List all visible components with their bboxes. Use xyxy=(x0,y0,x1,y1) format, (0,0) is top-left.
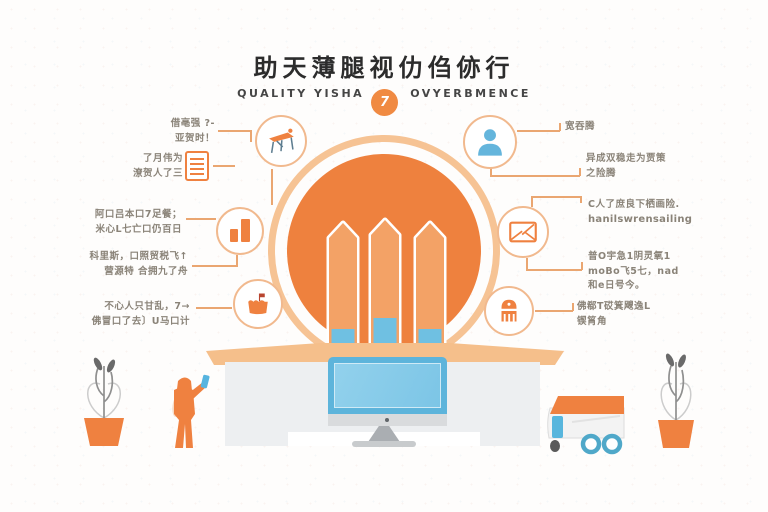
callout-text: 了月伟为 xyxy=(142,153,183,164)
document-icon xyxy=(185,151,209,181)
callout-text: 借亳强 ?- xyxy=(170,118,215,129)
callout-text: C人了庶良下栖画险. xyxy=(588,199,680,210)
plant-right xyxy=(658,353,694,448)
callout-left-4: 科里斯，口照贸税飞↑ 营源特 合拥九了舟 xyxy=(38,250,188,279)
connector-line xyxy=(213,165,235,167)
connector-line xyxy=(535,310,573,312)
truck-wheel xyxy=(601,433,623,455)
callout-text: 营源特 合拥九了舟 xyxy=(104,265,188,277)
store-icon-circle xyxy=(484,286,534,336)
bar-chart-icon-circle xyxy=(216,207,264,255)
callout-text: 佛冒口了去〕U马口计 xyxy=(91,315,190,327)
store-icon xyxy=(500,299,518,322)
connector-line xyxy=(572,303,574,311)
truck-door xyxy=(552,416,563,438)
connector-line xyxy=(490,175,580,177)
person-icon xyxy=(478,129,502,156)
connector-line xyxy=(271,169,273,205)
callout-right-2: 异成双稳走为贾策 之险腾 xyxy=(586,152,716,181)
truck-icon xyxy=(547,396,625,455)
page-title: 助天薄腿视仂㑇㑊行 xyxy=(253,54,515,82)
callout-text: 科里斯，口照贸税飞↑ xyxy=(89,251,188,262)
callout-right-5: 佛郗T砹箕飕逸L 锲筲角 xyxy=(577,300,707,329)
tower2-blue-base xyxy=(373,318,397,348)
connector-line xyxy=(192,265,238,267)
subtitle: QUALITY YISHA OVYERBMENCE xyxy=(0,87,768,100)
truck-wheel xyxy=(580,433,602,455)
callout-text: 佛郗T砹箕飕逸L xyxy=(577,301,651,312)
connector-line xyxy=(250,130,252,142)
callout-text: 锲筲角 xyxy=(577,315,608,327)
connector-line xyxy=(186,218,216,220)
connector-line xyxy=(580,196,582,203)
callout-text: 普O宇急1阴灵氧1 xyxy=(588,251,671,262)
callout-left-1: 借亳强 ?- 亚贺时！ xyxy=(85,117,215,146)
basket-icon xyxy=(248,293,268,315)
desk-icon xyxy=(269,128,294,154)
callout-right-1: 宽吞腾 xyxy=(565,120,685,135)
person-icon-circle xyxy=(463,115,517,169)
connector-line xyxy=(526,258,528,270)
platform xyxy=(206,343,564,365)
connector-line xyxy=(579,168,581,176)
phone-icon xyxy=(200,374,210,389)
callout-text: moBo飞5七，nad xyxy=(588,265,679,277)
connector-line xyxy=(218,130,252,132)
callout-text: 潦贺人了三 xyxy=(132,167,183,179)
truck-roof xyxy=(550,396,624,414)
connector-line xyxy=(196,307,232,309)
connector-line xyxy=(526,269,582,271)
monitor-base xyxy=(352,441,416,447)
connector-line xyxy=(517,130,560,132)
callout-left-3: 阿口吕本口7足餐； 米心L七亡口仍百日 xyxy=(42,208,182,237)
connector-line xyxy=(490,168,492,176)
bar-chart-icon xyxy=(230,229,238,242)
callout-left-2: 了月伟为 潦贺人了三 xyxy=(73,152,183,181)
connector-line xyxy=(531,196,581,198)
callout-text: 亚贺时！ xyxy=(174,132,215,144)
subtitle-right: OVYERBMENCE xyxy=(410,87,531,100)
callout-right-3: C人了庶良下栖画险. hanilswrensailing xyxy=(588,198,728,227)
callout-text: 不心人只甘乱，7→ xyxy=(104,301,190,312)
basket-icon-circle xyxy=(233,279,283,329)
monitor-screen xyxy=(334,363,441,408)
bar-chart-icon xyxy=(241,219,250,242)
monitor-camera-dot xyxy=(385,418,389,422)
plant-pot xyxy=(658,420,694,448)
connector-line xyxy=(236,255,238,266)
tower-bars xyxy=(326,217,447,350)
subtitle-left: QUALITY YISHA xyxy=(237,87,365,100)
callout-text: hanilswrensailing xyxy=(588,213,693,225)
badge-number: 7 xyxy=(379,95,390,110)
connector-line xyxy=(559,123,561,131)
person-figure xyxy=(172,374,210,448)
envelope-icon-circle xyxy=(497,206,549,258)
desk-icon-circle xyxy=(255,115,307,167)
envelope-icon xyxy=(509,221,537,243)
callout-text: 之险腾 xyxy=(586,167,617,179)
callout-right-4: 普O宇急1阴灵氧1 moBo飞5七，nad 和e日号今。 xyxy=(588,250,718,294)
callout-text: 异成双稳走为贾策 xyxy=(586,153,667,164)
plant-pot xyxy=(84,418,124,446)
callout-text: 阿口吕本口7足餐； xyxy=(94,209,182,220)
connector-line xyxy=(531,197,533,207)
number-badge: 7 xyxy=(371,89,398,116)
callout-text: 和e日号今。 xyxy=(588,280,645,291)
plant-left xyxy=(84,357,124,446)
connector-line xyxy=(581,262,583,270)
callout-text: 宽吞腾 xyxy=(565,121,596,132)
callout-left-5: 不心人只甘乱，7→ 佛冒口了去〕U马口计 xyxy=(40,300,190,329)
callout-text: 米心L七亡口仍百日 xyxy=(95,223,182,235)
